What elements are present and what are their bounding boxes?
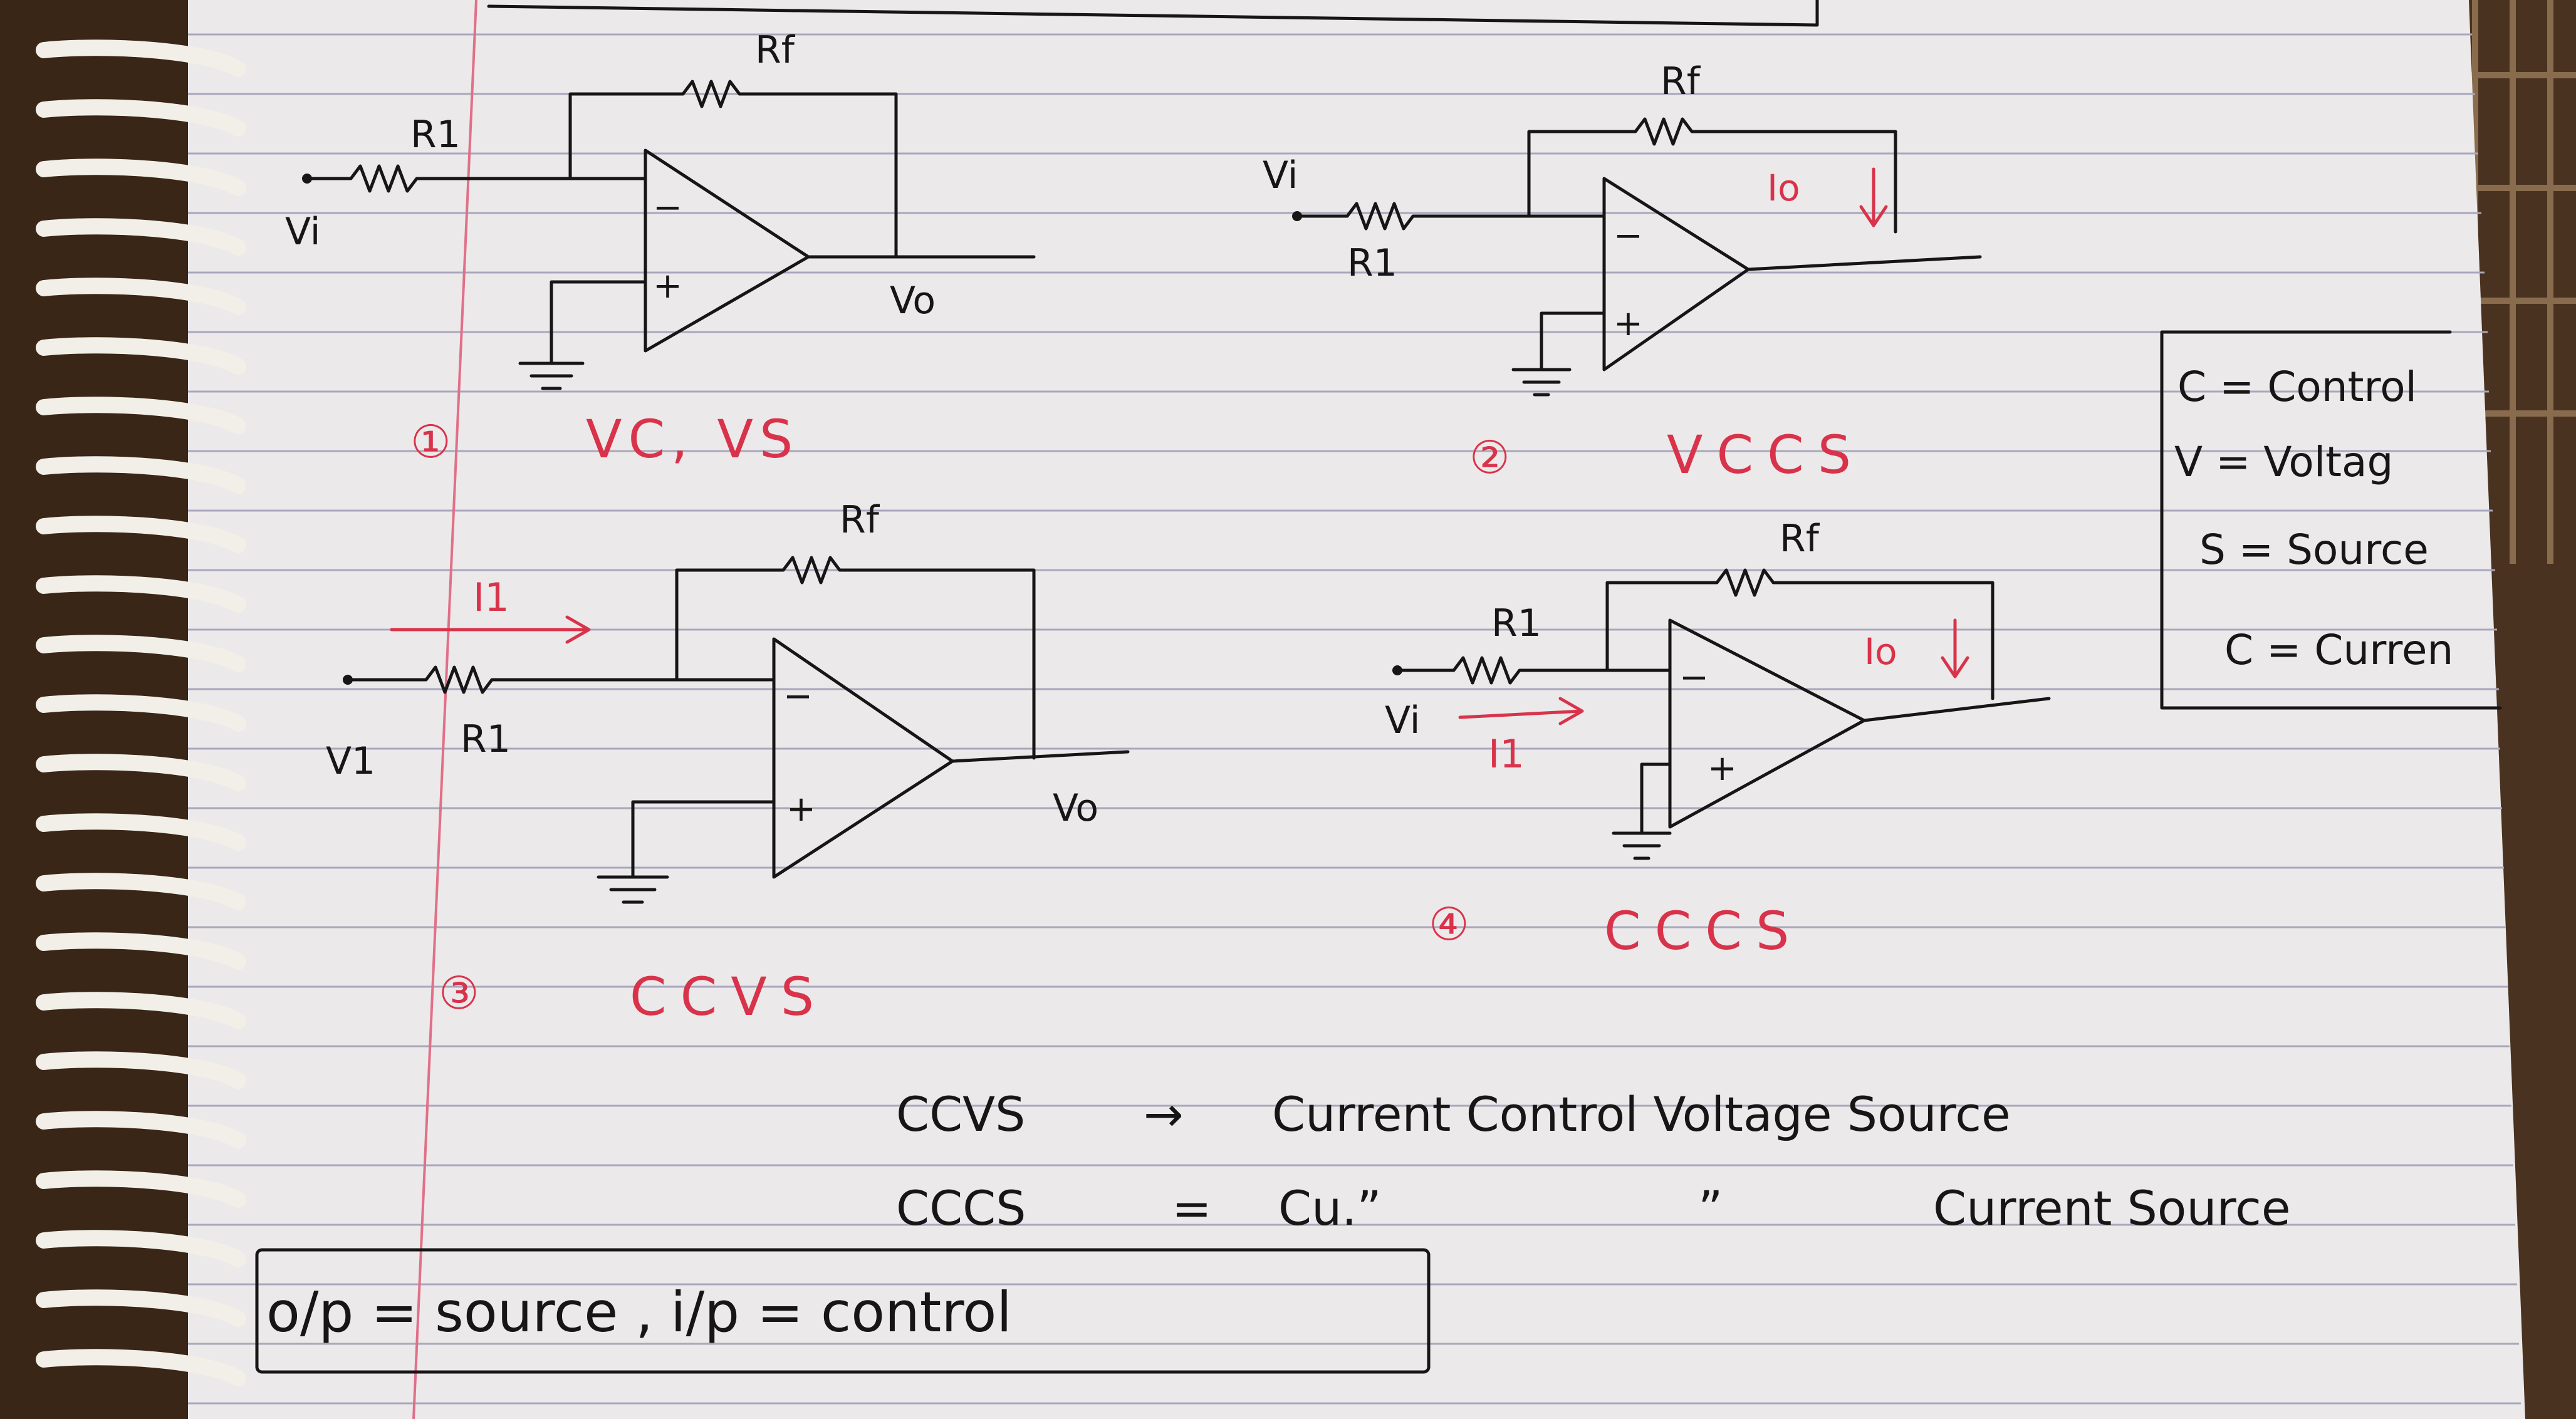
footer-border [255,1248,1431,1374]
c4-rf-label: Rf [1780,517,1820,561]
c4-i1-label: I1 [1488,731,1525,777]
c2-output-wire [1746,255,1982,271]
note-2-term: CCCS [896,1180,1026,1236]
c4-opamp [1668,618,1866,829]
c4-title: CCCS [1604,900,1803,962]
legend-box: C = Control V = Voltag S = Source C = Cu… [2160,330,2502,710]
paper-sheet [188,0,2525,1419]
c4-i1-arrow [1458,697,1584,725]
c2-noninv-symbol: + [1614,303,1643,344]
footer-text: o/p = source , i/p = control [266,1280,1012,1344]
footer-box: o/p = source , i/p = control [255,1248,1431,1374]
c4-ground-symbol [1612,831,1672,860]
c3-v1-label: V1 [326,739,375,783]
c3-input-wire [346,665,679,694]
notes: CCVS → Current Control Voltage Source CC… [896,1086,2291,1236]
c3-number: ③ [439,967,479,1019]
c2-inv-symbol: − [1614,216,1643,256]
c2-title: VCCS [1667,424,1865,486]
spiral-rings [36,39,246,1386]
c2-ground-symbol [1511,368,1572,397]
c3-inv-symbol: − [783,676,813,717]
c2-vi-label: Vi [1263,153,1298,197]
legend-line-1: C = Control [2177,363,2417,411]
legend-line-4: C = Curren [2224,626,2453,674]
c4-output-wire [1862,697,2051,722]
note-1-arrow: → [1144,1086,1184,1142]
c4-r1-label: R1 [1491,601,1541,645]
c4-io-arrow [1941,618,1969,678]
note-2-definition: Current Source [1933,1180,2291,1236]
note-2-equals: = [1172,1180,1212,1236]
c4-input-wire [1395,656,1609,685]
note-1-definition: Current Control Voltage Source [1272,1086,2011,1142]
c1-ground-symbol [518,361,585,390]
c3-opamp [772,637,954,879]
c3-title: CCVS [630,966,828,1027]
circuit-1: Rf R1 Vi Vo − + ① VC, VS [285,28,1036,470]
c2-io-arrow [1859,167,1888,227]
circuit-2: Rf R1 Vi Io − + ② VCCS [1263,60,1982,486]
c2-feedback-path [1527,117,1897,234]
previous-box-edge [487,0,1819,27]
c4-inv-symbol: − [1679,657,1709,698]
note-1-term: CCVS [896,1086,1025,1142]
c3-noninv-symbol: + [786,789,816,829]
c1-r1-label: R1 [410,113,461,157]
c3-ground-wire [631,800,776,879]
c4-noninv-symbol: + [1708,748,1737,789]
c1-number: ① [410,415,451,468]
c1-inv-symbol: − [653,187,682,228]
c1-input-wire [305,164,572,193]
c4-vi-label: Vi [1385,699,1420,742]
legend-line-3: S = Source [2199,526,2429,574]
c2-rf-label: Rf [1661,60,1701,103]
legend-border [2160,330,2502,710]
c4-io-label: Io [1864,630,1897,673]
c2-opamp [1602,177,1750,372]
c2-ground-wire [1540,311,1606,372]
c1-opamp [644,148,810,353]
circuit-4: Rf R1 Vi I1 Io − + ④ CCCS [1385,517,2051,962]
c1-vi-label: Vi [285,210,320,254]
margin-line [412,0,477,1419]
c3-ground-symbol [597,875,669,904]
c1-noninv-symbol: + [653,266,682,306]
c3-r1-label: R1 [461,717,511,761]
c4-ground-wire [1640,762,1672,835]
c3-i1-label: I1 [473,574,509,620]
c1-feedback-path [568,80,898,259]
note-2-ditto-2: ” [1698,1180,1723,1236]
c3-rf-label: Rf [840,498,880,542]
c3-output-wire [951,750,1130,763]
c3-feedback-path [675,556,1036,760]
c2-number: ② [1469,431,1510,484]
c3-vo-label: Vo [1053,786,1098,830]
legend-line-2: V = Voltag [2174,438,2393,486]
c1-ground-wire [550,280,647,365]
circuit-3: Rf R1 V1 Vo I1 − + ③ CCVS [326,498,1130,1027]
c3-i1-arrow [390,615,591,644]
note-2-ditto-1: Cu.” [1278,1180,1382,1236]
ruled-lines [188,33,2521,1405]
c2-io-label: Io [1767,167,1800,209]
c2-input-wire [1295,202,1531,231]
c1-rf-label: Rf [755,28,796,72]
c2-r1-label: R1 [1347,241,1397,285]
c1-vo-label: Vo [890,279,936,323]
c1-title: VC, VS [586,408,799,470]
c4-number: ④ [1429,898,1469,950]
c4-feedback-path [1605,568,1995,700]
